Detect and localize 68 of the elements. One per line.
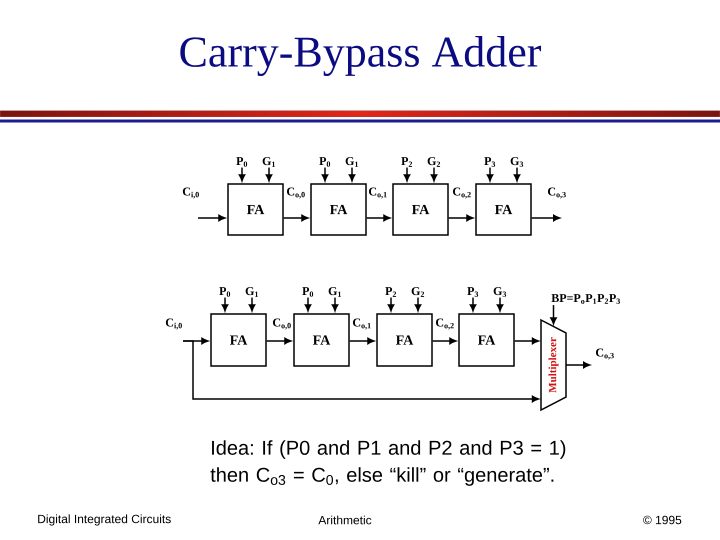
edge-label: C$_{o,3}$ xyxy=(594,348,616,360)
signal-arrow xyxy=(514,168,520,182)
signal-arrow xyxy=(388,298,394,312)
signal-arrow xyxy=(470,298,476,312)
signal-arrow xyxy=(304,298,312,312)
signal-arrow xyxy=(350,338,374,344)
footer-text: Digital Integrated Circuits xyxy=(38,514,171,526)
signal-arrow xyxy=(404,168,410,182)
signal-arrow xyxy=(322,168,328,182)
edge-label: C$_{i,0}$ xyxy=(181,186,201,200)
signal-label: P$_{2}$ xyxy=(401,157,412,167)
edge-label: C$_{o,1}$ xyxy=(351,318,373,330)
signal-label: G$_{3}$ xyxy=(494,287,506,297)
adder-box: FA xyxy=(210,313,267,367)
signal-label: G$_{1}$ xyxy=(262,157,276,167)
edge-label: C$_{o,3}$ xyxy=(546,186,568,200)
adder-box: FA xyxy=(392,183,449,236)
signal-label: P$_{2}$ xyxy=(385,287,396,297)
signal-label: G$_{1}$ xyxy=(246,287,258,297)
signal-arrow xyxy=(432,338,456,344)
signal-arrow xyxy=(238,168,246,182)
signal-label: G$_{3}$ xyxy=(510,157,524,167)
signal-arrow xyxy=(348,168,356,182)
signal-arrow xyxy=(183,340,539,402)
edge-label: C$_{o,0}$ xyxy=(271,318,293,330)
edge-label: C$_{o,2}$ xyxy=(434,318,456,330)
signal-arrow xyxy=(284,214,308,222)
signal-arrow xyxy=(448,214,474,222)
signal-label: G$_{1}$ xyxy=(328,287,342,297)
signal-label: G$_{1}$ xyxy=(346,157,358,167)
signal-arrow xyxy=(550,305,557,324)
signal-arrow xyxy=(222,298,228,312)
signal-arrow xyxy=(496,298,504,312)
signal-arrow xyxy=(332,298,338,312)
signal-label: G$_{2}$ xyxy=(412,287,424,297)
select-label: BP=P$_{o}$P$_{1}$P$_{2}$P$_{3}$ xyxy=(551,294,620,304)
signal-arrow xyxy=(198,214,226,222)
signal-arrow xyxy=(430,168,438,182)
signal-arrow xyxy=(414,298,422,312)
signal-arrow xyxy=(366,214,390,222)
edge-label: C$_{o,1}$ xyxy=(367,186,389,200)
adder-box: FA xyxy=(475,183,532,236)
title: Carry-Bypass Adder xyxy=(180,36,542,76)
adder-box: FA xyxy=(376,313,433,367)
footer-text: © 1995 xyxy=(643,516,682,524)
edge-label: C$_{i,0}$ xyxy=(164,318,184,330)
signal-arrow xyxy=(566,362,590,368)
signal-label: P$_{3}$ xyxy=(484,157,496,167)
adder-box: FA xyxy=(458,313,515,367)
adder-box: FA xyxy=(310,183,367,236)
edge-label: C$_{o,2}$ xyxy=(451,186,473,200)
footer-text: Arithmetic xyxy=(318,516,372,524)
signal-label: P$_{3}$ xyxy=(467,287,478,297)
signal-arrow xyxy=(486,168,494,182)
signal-arrow xyxy=(532,214,560,222)
signal-label: P$_{0}$ xyxy=(236,157,248,167)
signal-arrow xyxy=(248,298,256,312)
signal-label: G$_{2}$ xyxy=(428,157,440,167)
signal-label: P$_{0}$ xyxy=(219,287,230,297)
edge-label: C$_{o,0}$ xyxy=(285,186,307,200)
signal-arrow xyxy=(266,338,292,344)
signal-arrow xyxy=(266,168,272,182)
signal-arrow xyxy=(514,338,539,344)
signal-label: P$_{0}$ xyxy=(302,287,314,297)
adder-box: FA xyxy=(293,313,350,367)
signal-label: P$_{0}$ xyxy=(319,157,330,167)
adder-box: FA xyxy=(227,183,284,236)
note-text: Idea: If (P0 and P1 and P2 and P3 = 1) then C$_{o3}$ = C$_{0}$, else “kill” or “generate”. xyxy=(210,440,566,486)
